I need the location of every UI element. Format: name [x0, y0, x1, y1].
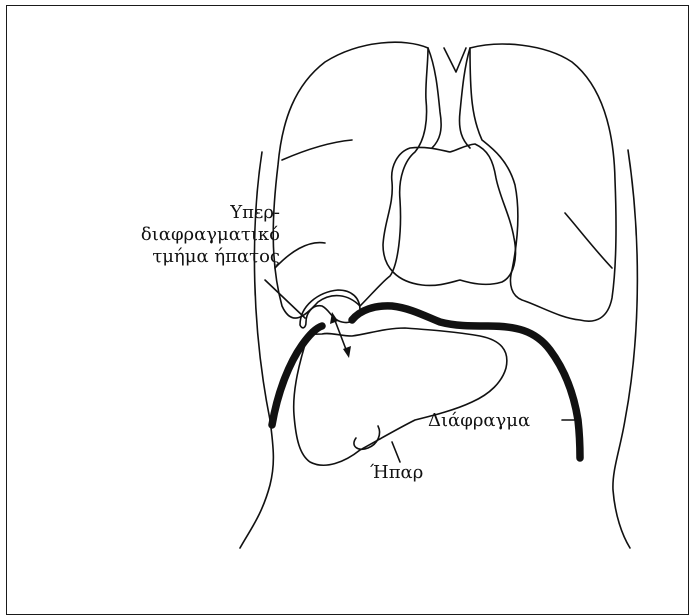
label-supradiaphragmatic-line3: τμήμα ήπατος [140, 246, 280, 268]
trachea-right [459, 48, 470, 148]
label-diaphragm: Διάφραγμα [428, 410, 530, 432]
thorax-diagram [0, 0, 697, 599]
liver [294, 328, 507, 465]
trachea-notch [444, 48, 466, 72]
heart [383, 144, 516, 285]
arrow-head-down [343, 346, 351, 358]
label-liver: Ήπαρ [370, 462, 423, 484]
right-lung [273, 42, 428, 318]
label-supradiaphragmatic-line2: διαφραγματικό [140, 224, 280, 246]
label-supradiaphragmatic-line1: Υπερ- [140, 202, 280, 224]
right-lung-fissure-upper [282, 140, 352, 160]
left-lung [470, 44, 616, 321]
right-lung-fissure-lower [275, 243, 325, 268]
pointer-liver [392, 442, 400, 462]
trachea-left [428, 48, 441, 148]
left-lung-fissure [565, 213, 612, 268]
